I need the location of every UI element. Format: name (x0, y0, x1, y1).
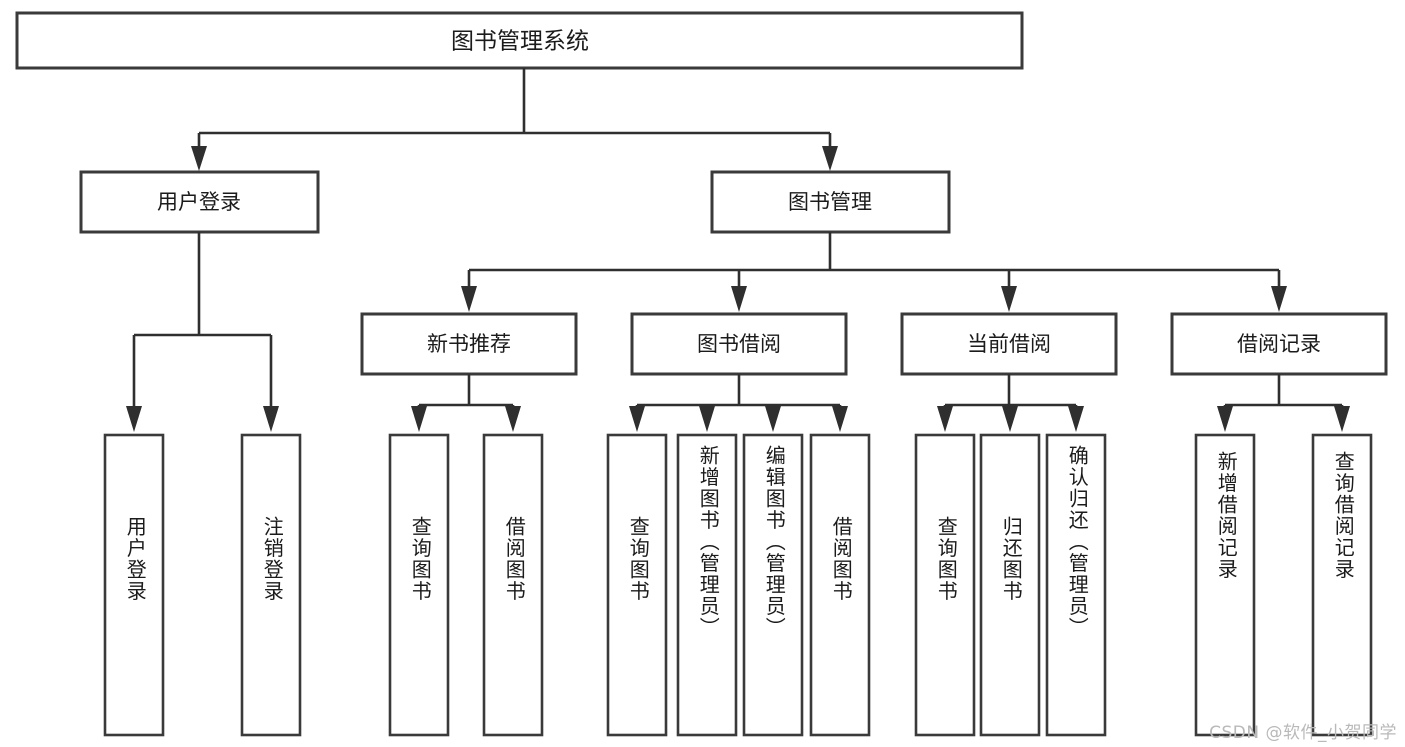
leaf-box-br-add-record[interactable] (1194, 433, 1256, 737)
leaf-box-logout[interactable] (240, 433, 302, 737)
leaf-box-rec-query-book[interactable] (388, 433, 450, 737)
node-root[interactable]: 图书管理系统 (15, 11, 1024, 70)
arrow-head-icon (1002, 406, 1018, 432)
node-book-borrow[interactable]: 图书借阅 (630, 312, 848, 376)
arrow-head-icon (263, 406, 279, 432)
csdn-watermark: CSDN @软件_小贺同学 (1209, 723, 1397, 743)
leaf-box-bb-query-book[interactable] (606, 433, 668, 737)
arrow-head-icon (1001, 286, 1017, 312)
node-book-borrow-label: 图书借阅 (697, 332, 781, 356)
arrow-head-icon (1334, 406, 1350, 432)
arrow-head-icon (629, 406, 645, 432)
node-new-book-recommend[interactable]: 新书推荐 (360, 312, 578, 376)
arrow-head-icon (1068, 406, 1084, 432)
arrow-head-icon (832, 406, 848, 432)
leaf-box-bb-add-book[interactable] (676, 433, 738, 737)
leaf-box-bb-borrow-book[interactable] (809, 433, 871, 737)
node-book-management-label: 图书管理 (788, 190, 872, 214)
node-user-login-label: 用户登录 (157, 190, 241, 214)
arrow-head-icon (731, 286, 747, 312)
node-new-book-recommend-box[interactable] (360, 312, 578, 376)
arrow-head-icon (461, 286, 477, 312)
leaf-box-cb-query-book[interactable] (914, 433, 976, 737)
arrow-head-icon (699, 406, 715, 432)
arrow-head-icon (822, 146, 838, 171)
node-current-borrow-label: 当前借阅 (967, 332, 1051, 356)
arrow-head-icon (126, 406, 142, 432)
node-root-label: 图书管理系统 (451, 29, 589, 55)
leaf-box-cb-return-book[interactable] (979, 433, 1041, 737)
connector-new-book-recommend-to-leaves (411, 374, 521, 432)
arrow-head-icon (191, 146, 207, 171)
node-current-borrow-box[interactable] (900, 312, 1118, 376)
arrow-head-icon (1217, 406, 1233, 432)
arrow-head-icon (937, 406, 953, 432)
leaf-box-cb-confirm-return[interactable] (1045, 433, 1107, 737)
node-new-book-recommend-label: 新书推荐 (427, 332, 511, 356)
node-user-login[interactable]: 用户登录 (79, 170, 320, 234)
node-borrow-record-label: 借阅记录 (1237, 332, 1321, 356)
connector-book-management-to-level2 (461, 232, 1287, 312)
node-borrow-record[interactable]: 借阅记录 (1170, 312, 1388, 376)
node-book-management[interactable]: 图书管理 (710, 170, 951, 234)
leaf-box-br-query-record[interactable] (1311, 433, 1373, 737)
arrow-head-icon (505, 406, 521, 432)
leaf-box-user-login[interactable] (103, 433, 165, 737)
node-root-box[interactable] (15, 11, 1024, 70)
node-user-login-box[interactable] (79, 170, 320, 234)
connector-book-borrow-to-leaves (629, 374, 848, 432)
arrow-head-icon (1271, 286, 1287, 312)
connector-borrow-record-to-leaves (1217, 374, 1350, 432)
leaf-box-rec-borrow-book[interactable] (482, 433, 544, 737)
connector-user-login-to-leaves (126, 232, 279, 432)
arrow-head-icon (411, 406, 427, 432)
connector-current-borrow-to-leaves (937, 374, 1084, 432)
leaf-box-bb-edit-book[interactable] (742, 433, 804, 737)
connector-root-to-level1 (191, 68, 838, 171)
arrow-head-icon (765, 406, 781, 432)
node-current-borrow[interactable]: 当前借阅 (900, 312, 1118, 376)
